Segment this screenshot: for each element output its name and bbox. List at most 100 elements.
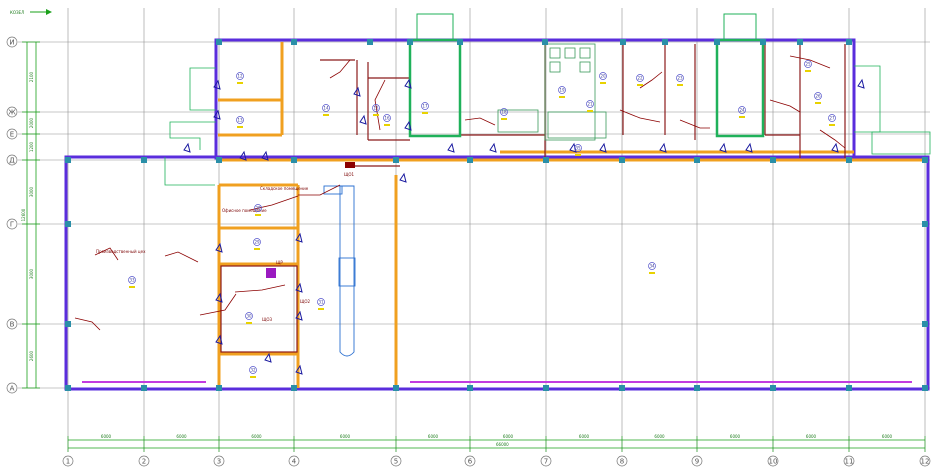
room-area-tag [637,84,643,86]
panel-1-label: ЩО1 [344,172,355,177]
room-area-tag [129,286,135,288]
door-swing [213,109,221,120]
bottom-dimension-chain [68,439,925,449]
room-number: 24 [739,107,745,112]
column [770,385,776,391]
column-axis-bubble [288,455,300,467]
room-number: 32 [250,367,256,372]
column [922,157,928,163]
grid-columns [67,8,926,452]
bottom-dimension-label: 6000 [428,434,439,439]
column-axis-label: 7 [544,458,548,466]
room-area-tag [739,116,745,118]
column [393,385,399,391]
column-axis-bubble [464,455,476,467]
column [216,157,222,163]
left-dimension-label: 2000 [29,117,34,128]
row-axis-bubble [6,318,18,330]
column [694,385,700,391]
room-marker [804,60,812,68]
column [846,39,852,45]
column-axis-bubble [616,455,628,467]
electrical-panels [266,162,355,278]
column-axis-bubble [919,455,931,467]
door-swing [215,334,223,345]
door-swing [599,142,607,153]
room-number: 30 [246,313,252,318]
row-axis-label: А [10,385,15,393]
column [797,39,803,45]
room-number: 35 [575,145,581,150]
room-number: 29 [254,239,260,244]
room-marker [676,74,684,82]
column [291,157,297,163]
column [141,385,147,391]
column [216,385,222,391]
room-number: 33 [129,277,135,282]
panel-room-label: ЩР [276,260,283,265]
column-axis-bubble [138,455,150,467]
bottom-dimension-label: 6000 [654,434,665,439]
row-axis-label: В [10,321,15,329]
room-marker [558,86,566,94]
room-marker [253,238,261,246]
room-marker [586,100,594,108]
room-area-tag [237,82,243,84]
panel-shr [266,268,276,278]
column-axis-label: 1 [66,458,70,466]
column [216,39,222,45]
room-marker [254,204,262,212]
column [367,39,373,45]
door-swing [359,114,367,125]
room-number: 23 [677,75,683,80]
room-marker [421,102,429,110]
column-axis-bubble [843,455,855,467]
stair-walls-green [408,13,765,138]
bottom-dimension-label: 6000 [251,434,262,439]
column [65,321,71,327]
left-dimension-chain [22,41,40,389]
room-marker [636,74,644,82]
room-marker [236,72,244,80]
door-swing [659,142,667,153]
room-area-tag [373,114,379,116]
column [620,39,626,45]
room-area-tag [246,322,252,324]
row-axis-bubble [6,106,18,118]
structural-columns [65,39,928,391]
door-swing [399,172,407,183]
door-swing [261,150,269,161]
door-swing [404,120,412,131]
column [694,157,700,163]
room-marker [236,116,244,124]
column [619,385,625,391]
room-area-tag [559,96,565,98]
column-axis-label: 3 [217,458,221,466]
room-number: 16 [384,115,390,120]
room-area-tag [815,102,821,104]
door-swing [295,364,303,375]
row-axis-label: Г [10,221,14,229]
room-area-tag [323,114,329,116]
column-axis-bubble [767,455,779,467]
room-marker [599,72,607,80]
left-total-dimension: 12600 [21,208,26,221]
grid-rows [18,41,930,389]
room-area-tag [384,124,390,126]
column-axis-label: 5 [394,458,398,466]
door-swing [831,142,839,153]
column [65,221,71,227]
door-swing [295,232,303,243]
column [543,157,549,163]
room-number: 15 [373,105,379,110]
office-label: Офисное помещение [222,208,267,213]
row-axis-bubble [6,128,18,140]
room-area-tag [649,272,655,274]
door-swing [295,310,303,321]
column [65,385,71,391]
column [922,221,928,227]
bottom-dimension-label: 6000 [101,434,112,439]
production-hall-outer-wall [64,155,930,391]
